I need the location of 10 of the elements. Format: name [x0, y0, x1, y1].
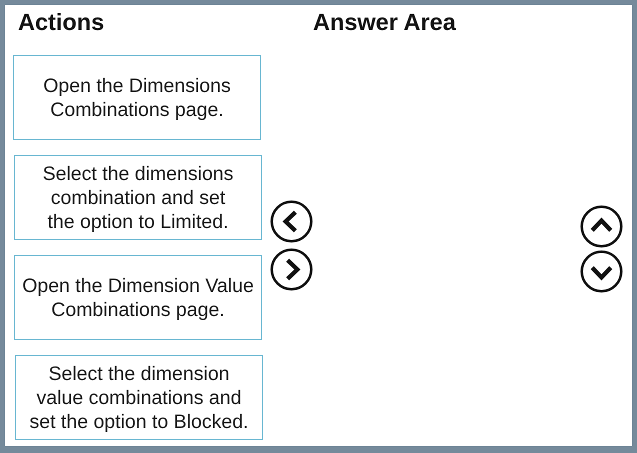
- action-box: [15, 355, 263, 440]
- section-heading: Actions: [18, 11, 104, 34]
- action-text: Open the Dimension Value Combinations page.: [21, 274, 255, 322]
- action-text: Select the dimension value combinations and set the option to Blocked.: [28, 362, 250, 434]
- action-text: Open the Dimensions Combinations page.: [42, 74, 232, 122]
- action-box: [13, 55, 261, 140]
- section-heading: Answer Area: [313, 11, 456, 34]
- action-box: [14, 255, 262, 340]
- action-text: Select the dimensions combination and set the option to Limited.: [42, 162, 234, 234]
- action-box: [14, 155, 262, 240]
